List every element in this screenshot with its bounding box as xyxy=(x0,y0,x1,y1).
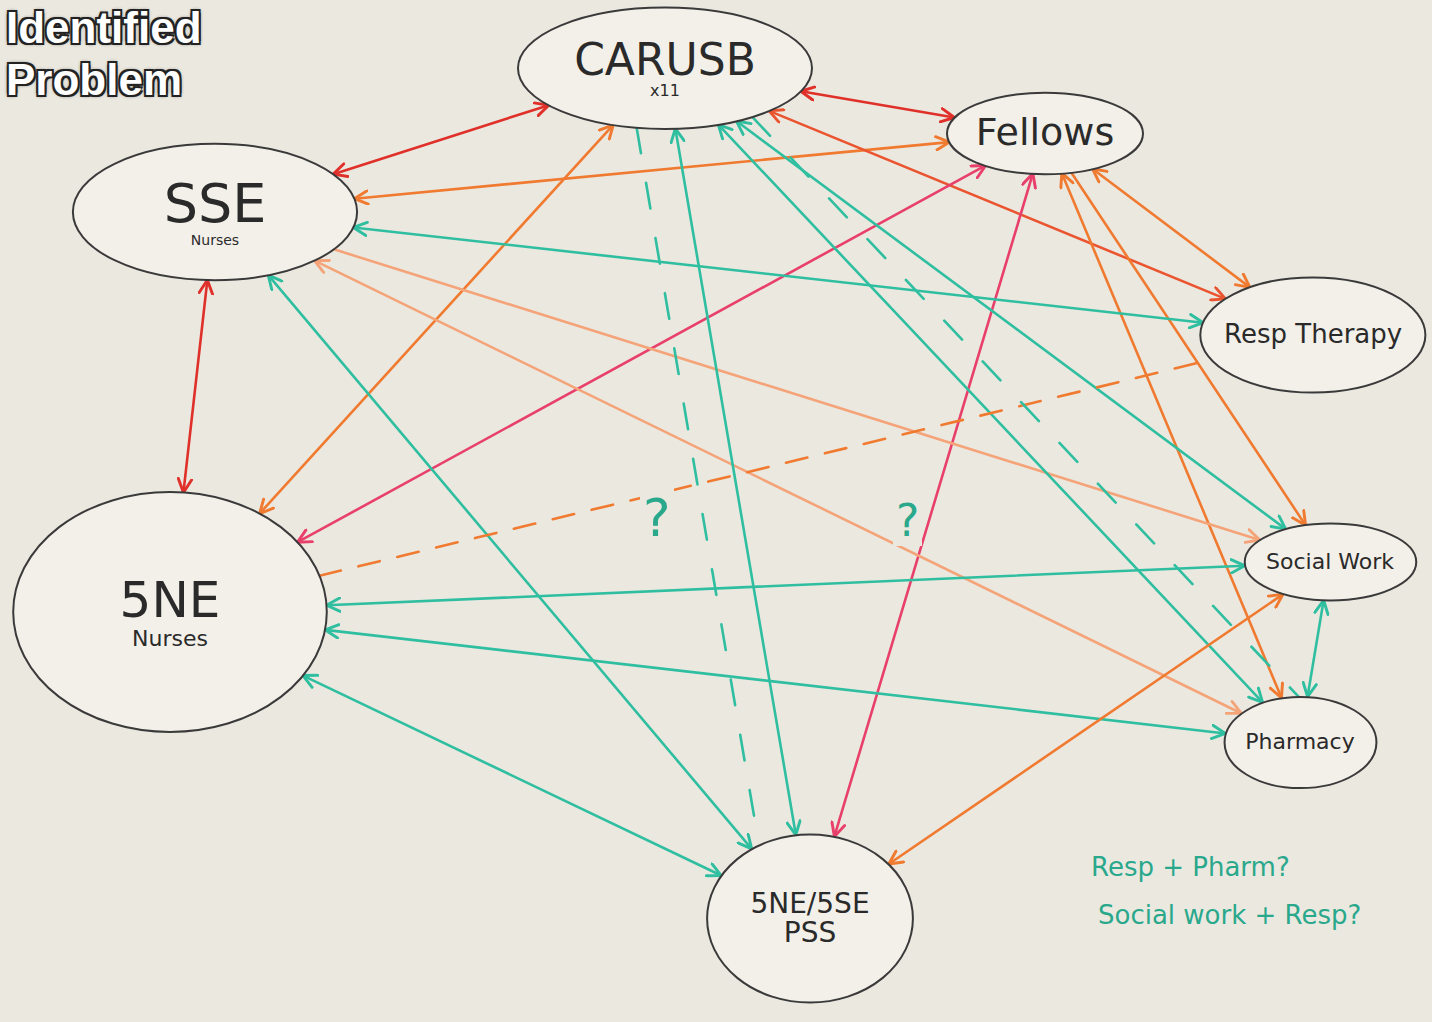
connector xyxy=(298,165,986,542)
connector xyxy=(333,105,549,174)
connector xyxy=(327,566,1245,606)
node-ellipse: CARUSBx11 xyxy=(515,5,815,132)
node-ellipse: Resp Therapy xyxy=(1198,275,1428,395)
diagram-title: Identified Problem xyxy=(6,2,236,106)
connector xyxy=(353,227,1203,322)
connector xyxy=(801,91,955,117)
ellipse-shape xyxy=(518,7,812,128)
connector xyxy=(183,280,207,492)
node-title: Pharmacy xyxy=(1245,730,1354,753)
ellipse-shape xyxy=(707,834,913,1002)
node-title: Resp Therapy xyxy=(1224,321,1402,348)
node-ellipse: Fellows xyxy=(945,91,1145,176)
ellipse-shape xyxy=(1201,277,1426,392)
connector xyxy=(889,594,1283,864)
connector xyxy=(752,117,1298,697)
node-ellipse: 5NE/5SEPSS xyxy=(705,831,915,1006)
node-title: SSE xyxy=(164,176,267,233)
ellipse-shape xyxy=(1244,524,1416,601)
node-ellipse: 5NENurses xyxy=(10,487,330,737)
node-title: CARUSB xyxy=(574,37,756,83)
note-label: ? xyxy=(893,495,922,546)
node-subtitle: x11 xyxy=(650,83,680,100)
node-title: 5NE/5SE xyxy=(750,889,869,918)
connector xyxy=(319,360,1211,576)
ellipse-shape xyxy=(947,92,1143,174)
connector xyxy=(268,275,751,849)
ellipse-shape xyxy=(13,492,327,732)
node-title: Fellows xyxy=(976,113,1114,153)
connector xyxy=(303,676,721,876)
connector xyxy=(354,142,949,199)
connector xyxy=(675,129,795,835)
connector xyxy=(637,128,759,845)
note-label: ? xyxy=(640,488,674,548)
ellipse-shape xyxy=(73,144,357,280)
node-title: 5NE xyxy=(120,574,221,627)
connector xyxy=(1308,600,1324,696)
node-title: Social Work xyxy=(1266,550,1394,573)
node-ellipse: Pharmacy xyxy=(1223,695,1378,790)
note-label: Social work + Resp? xyxy=(1095,900,1364,930)
node-subtitle: Nurses xyxy=(132,627,208,650)
node-subtitle: Nurses xyxy=(191,233,239,248)
connector xyxy=(325,630,1225,734)
ellipse-shape xyxy=(1224,696,1376,787)
connector xyxy=(769,111,1225,299)
node-ellipse: Social Work xyxy=(1243,522,1418,602)
node-subtitle: PSS xyxy=(784,918,836,947)
connector xyxy=(834,173,1032,836)
node-ellipse: SSENurses xyxy=(70,141,360,283)
connector xyxy=(1092,169,1249,288)
note-label: Resp + Pharm? xyxy=(1088,852,1293,882)
